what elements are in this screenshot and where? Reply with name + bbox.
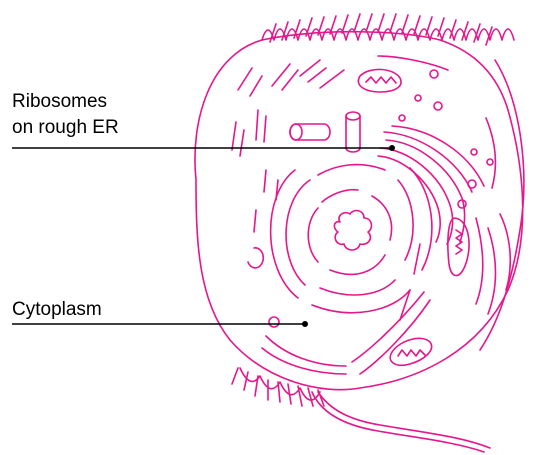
ribosomes-label: Ribosomes on rough ER (12, 89, 119, 141)
ribosomes-leader-dot (389, 145, 395, 151)
centrioles (290, 112, 360, 152)
ribosomes-label-line2: on rough ER (12, 115, 119, 141)
vesicles (248, 70, 493, 327)
cytoplasm-leader-dot (302, 321, 308, 327)
nucleolus (334, 211, 371, 250)
nucleus (271, 165, 432, 313)
flagellum (312, 392, 490, 452)
ribosomes-label-line1: Ribosomes (12, 89, 119, 115)
cilia-top (262, 14, 514, 45)
cytoplasm-label: Cytoplasm (12, 297, 102, 323)
cell-membrane-inner (480, 60, 524, 350)
